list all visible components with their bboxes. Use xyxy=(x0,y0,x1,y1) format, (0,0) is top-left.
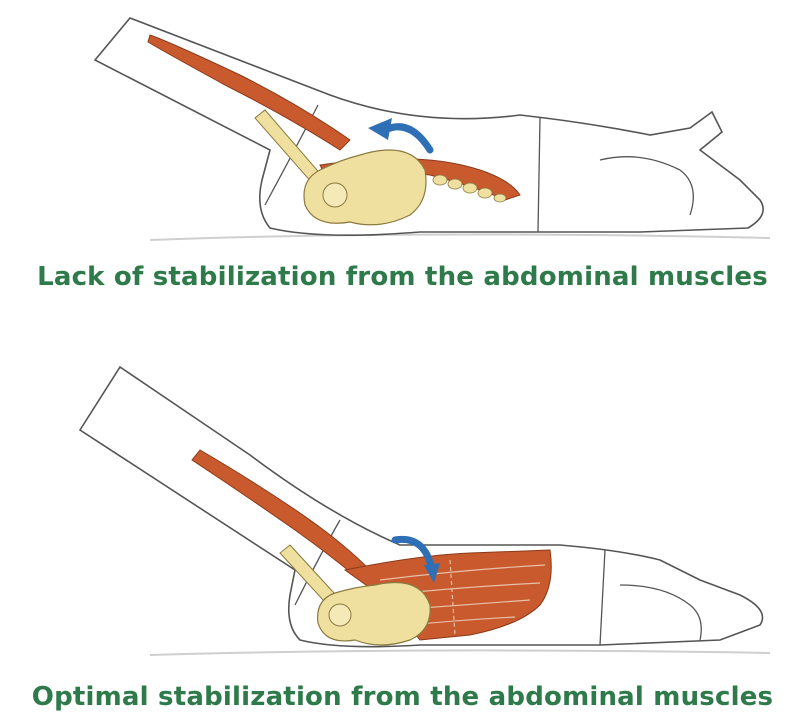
floor-shadow xyxy=(149,233,771,241)
hip-flexor-muscle xyxy=(147,34,351,151)
arm-outline xyxy=(599,156,694,216)
hip-joint xyxy=(328,603,352,627)
floor-shadow xyxy=(149,649,771,656)
illustration-optimal-stabilization xyxy=(0,355,805,685)
leg-outline xyxy=(93,17,764,236)
shorts-line xyxy=(294,519,341,606)
bottom-figure-svg xyxy=(78,365,771,656)
spine xyxy=(432,174,507,203)
arm-outline xyxy=(619,584,702,641)
leg-outline xyxy=(78,365,764,648)
curved-arrow-icon xyxy=(391,535,440,583)
waist-line xyxy=(599,549,606,646)
hip-joint xyxy=(322,182,348,208)
top-figure-svg xyxy=(93,17,771,241)
caption-lack-of-stabilization: Lack of stabilization from the abdominal… xyxy=(37,262,768,292)
waist-line xyxy=(537,117,541,233)
pelvis-bone xyxy=(317,581,431,646)
curved-arrow-icon xyxy=(368,118,434,154)
illustration-lack-of-stabilization xyxy=(0,0,805,260)
caption-optimal-stabilization: Optimal stabilization from the abdominal… xyxy=(31,682,774,712)
